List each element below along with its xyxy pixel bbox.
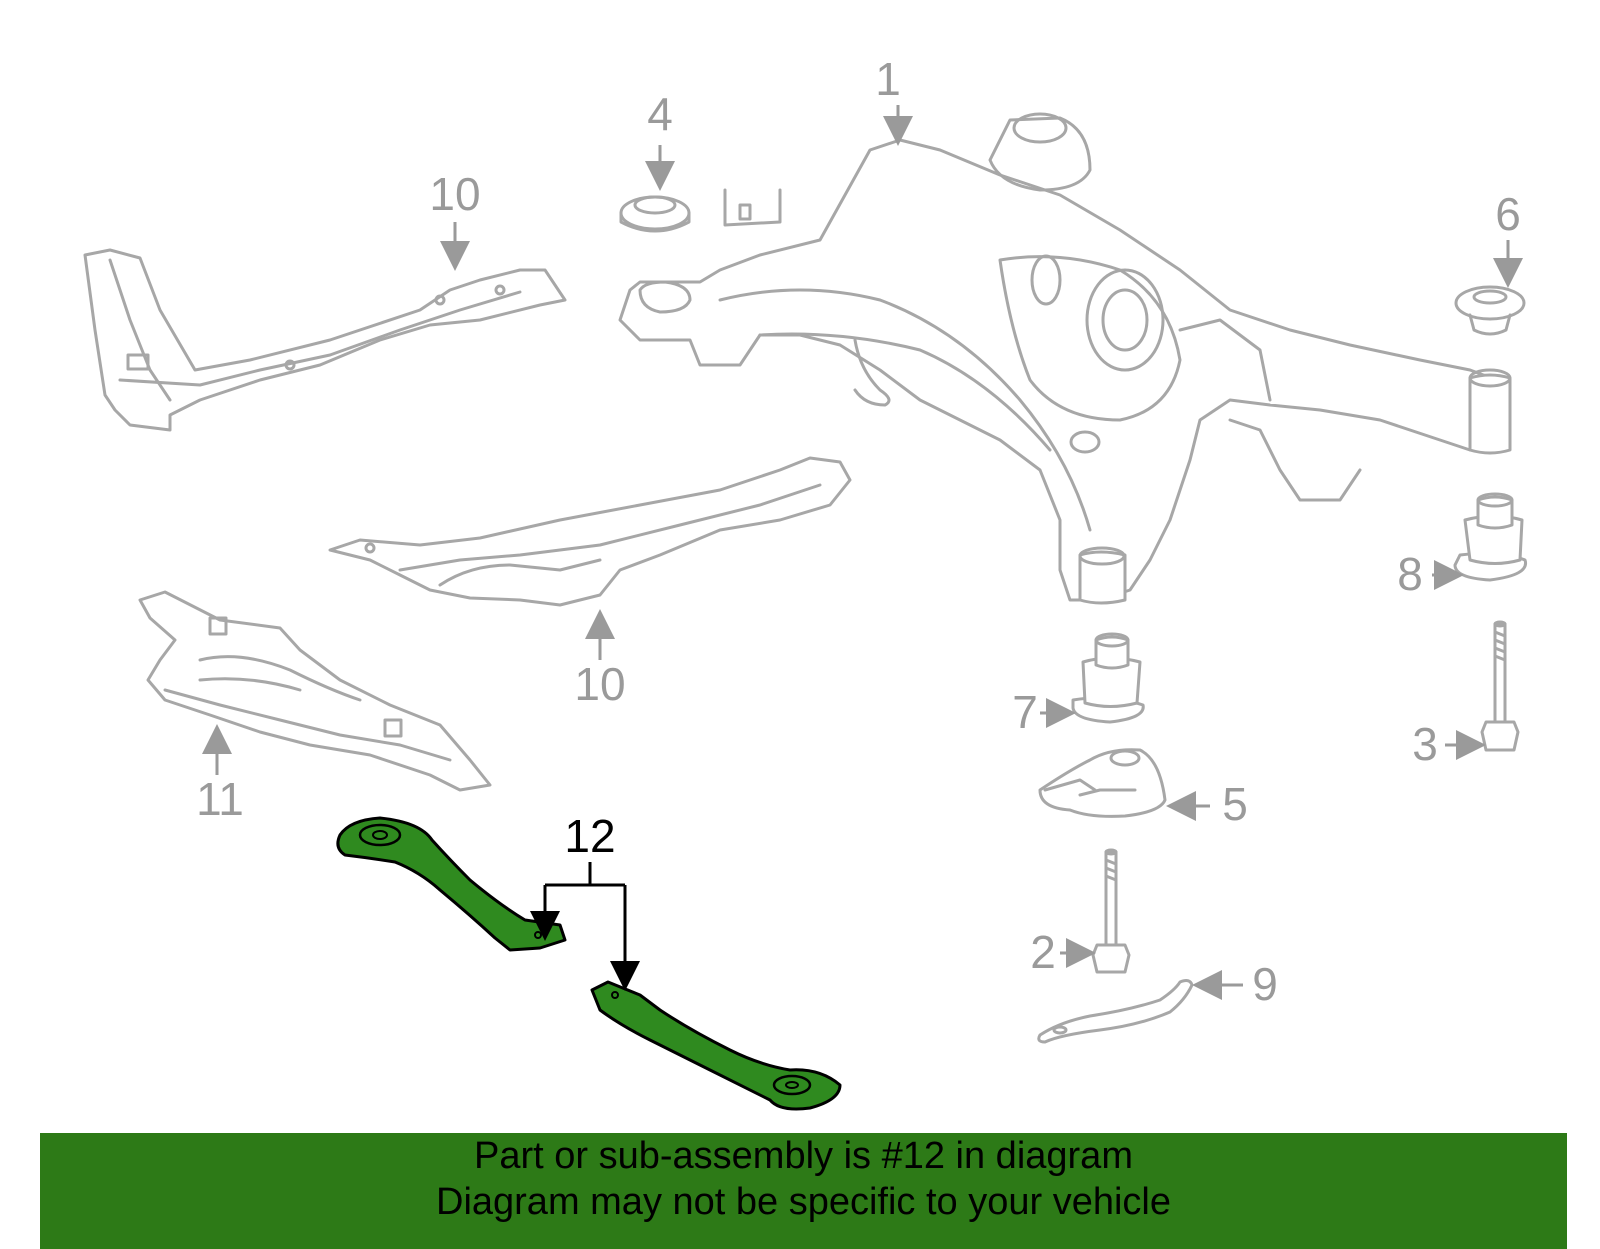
- callout-8: 8: [1397, 548, 1423, 600]
- callout-6: 6: [1495, 188, 1521, 240]
- bushing-part-6: [1454, 285, 1526, 336]
- mount-part-4: [619, 195, 691, 233]
- callout-3: 3: [1412, 718, 1438, 770]
- bushing-part-8: [1453, 492, 1528, 582]
- callout-12: 12: [564, 810, 615, 862]
- callout-2: 2: [1030, 926, 1056, 978]
- callout-10-lower: 10: [574, 658, 625, 710]
- callout-10-upper: 10: [429, 168, 480, 220]
- crossmember-part-10-lower: [328, 456, 852, 607]
- bolt-part-2: [1091, 848, 1131, 974]
- banner-line-disclaimer: Diagram may not be specific to your vehi…: [436, 1181, 1171, 1223]
- mount-part-5: [1038, 748, 1167, 818]
- callout-11: 11: [196, 773, 244, 825]
- arm-part-12-upper: [336, 816, 567, 952]
- crossmember-part-10-upper: [83, 248, 567, 432]
- info-banner: Part or sub-assembly is #12 in diagram D…: [40, 1133, 1567, 1249]
- callout-5: 5: [1222, 778, 1248, 830]
- banner-line-part-info: Part or sub-assembly is #12 in diagram: [474, 1135, 1133, 1177]
- subframe-part-1: [618, 112, 1512, 605]
- brace-part-11: [138, 590, 492, 792]
- bushing-part-7: [1071, 632, 1145, 724]
- bracket-part-9: [1037, 979, 1194, 1044]
- callout-7: 7: [1012, 686, 1038, 738]
- callout-4: 4: [647, 88, 673, 140]
- callout-1: 1: [875, 53, 901, 105]
- callout-9: 9: [1252, 958, 1278, 1010]
- bolt-part-3: [1480, 620, 1520, 752]
- arm-part-12-lower: [590, 980, 842, 1111]
